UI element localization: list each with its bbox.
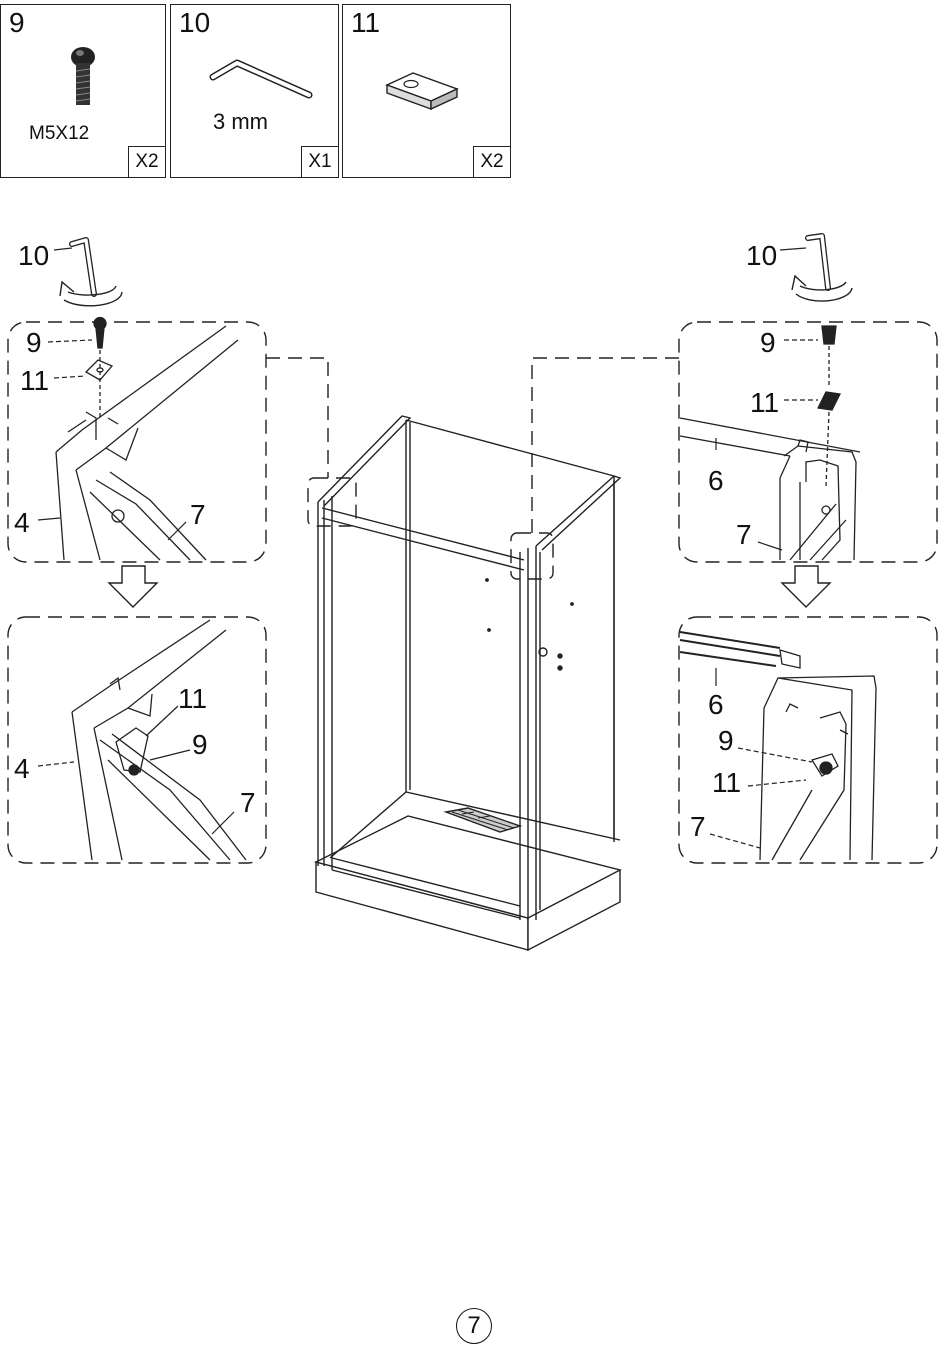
callout-plate: 11 — [178, 683, 207, 714]
callout-rail: 7 — [240, 787, 256, 818]
hex-key-rotate-right — [792, 236, 852, 301]
back-panel — [406, 420, 614, 842]
callout-plate: 11 — [20, 365, 49, 396]
callout-panel: 6 — [708, 689, 724, 720]
shower-enclosure — [316, 416, 620, 950]
callout-plate: 11 — [750, 387, 779, 418]
detail-top-right-content — [680, 326, 860, 560]
cross-bar — [322, 508, 524, 570]
callout-hex-key-right: 10 — [746, 240, 777, 271]
callout-screw: 9 — [192, 729, 208, 760]
callout-post: 4 — [14, 753, 30, 784]
callout-screw: 9 — [718, 725, 734, 756]
callout-rail: 7 — [690, 811, 706, 842]
detail-bottom-right-content — [680, 632, 876, 860]
callout-rail: 7 — [736, 519, 752, 550]
callout-rail: 7 — [190, 499, 206, 530]
leader-line-left — [266, 358, 328, 478]
detail-frame-bottom-left — [8, 617, 266, 863]
callout-panel: 6 — [708, 465, 724, 496]
detail-bottom-left-content — [72, 620, 246, 860]
detail-frame-top-left — [8, 322, 266, 562]
down-arrow-left — [109, 566, 157, 607]
page-number: 7 — [456, 1308, 492, 1344]
door-frame-left — [318, 496, 332, 870]
callout-screw: 9 — [760, 327, 776, 358]
callout-plate: 11 — [712, 767, 741, 798]
zoom-box-right — [511, 533, 553, 579]
detail-top-left-content — [56, 318, 238, 560]
callout-post: 4 — [14, 507, 30, 538]
callout-hex-key-left: 10 — [18, 240, 49, 271]
hex-key-rotate-left — [60, 240, 122, 306]
callout-screw: 9 — [26, 327, 42, 358]
down-arrow-right — [782, 566, 830, 607]
leader-line-right — [532, 358, 679, 533]
